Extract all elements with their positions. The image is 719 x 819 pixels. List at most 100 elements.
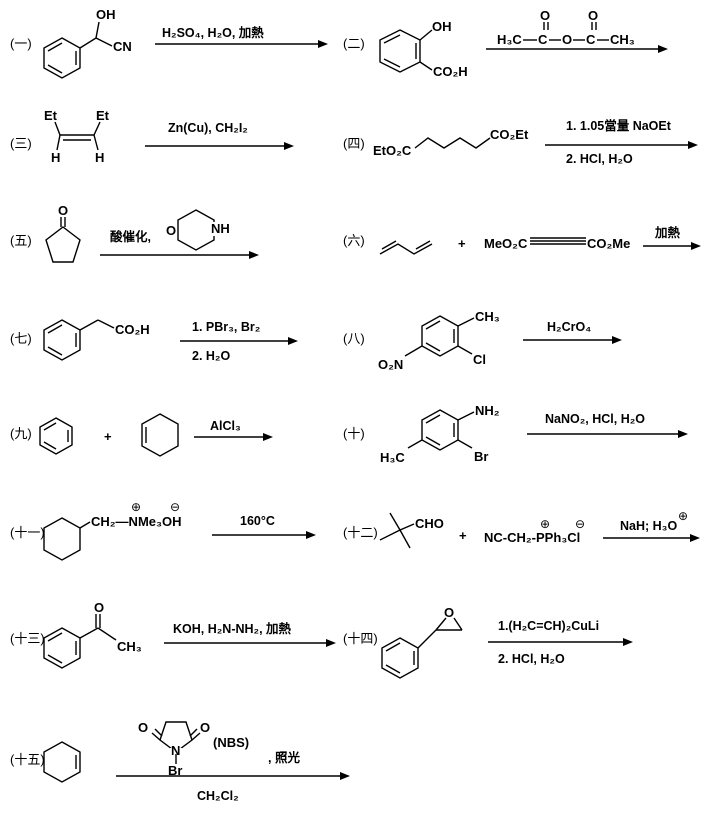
reaction-conditions: 加熱: [654, 225, 681, 240]
negative-charge: ⊖: [170, 500, 180, 514]
phenylacetic-acid-structure: CO₂H: [43, 319, 150, 361]
carbonyl-oxygen: O: [58, 203, 68, 218]
pivaldehyde-structure: CHO: [379, 512, 444, 549]
reaction-conditions: Zn(Cu), CH₂I₂: [168, 121, 248, 135]
negative-charge: ⊖: [575, 517, 585, 531]
methyl-label: H₃C: [380, 450, 405, 465]
ethyl-label: Et: [96, 108, 110, 123]
reaction-3: (三) Et Et H H Zn(Cu), CH₂I₂: [10, 108, 294, 165]
morpholine-structure: O NH: [164, 209, 234, 251]
reaction-number: (四): [343, 136, 365, 151]
reaction-conditions-step2: 2. H₂O: [192, 349, 230, 363]
reaction-conditions: , 照光: [268, 750, 300, 765]
reaction-conditions-step1: 1. 1.05當量 NaOEt: [566, 118, 672, 133]
reaction-1: (一) OH CN H₂SO₄, H₂O, 加熱: [10, 7, 328, 79]
styrene-oxide-structure: O: [381, 605, 463, 679]
amine-label: NH: [211, 221, 230, 236]
reaction-number: (一): [10, 36, 32, 51]
amino-label: NH₂: [475, 403, 500, 418]
nbs-structure: O O N Br (NBS): [138, 720, 249, 778]
cyclohexene-structure: [141, 413, 179, 457]
reaction-7: (七) CO₂H 1. PBr₃, Br₂ 2. H₂O: [10, 319, 298, 363]
acetophenone-structure: O CH₃: [43, 600, 142, 669]
bridge-oxygen: O: [562, 32, 572, 47]
carboxyl-label: CO₂H: [433, 64, 468, 79]
chloro-label: Cl: [473, 352, 486, 367]
dmad-structure: MeO₂C CO₂Me: [484, 236, 630, 251]
reaction-number: (八): [343, 331, 365, 346]
reaction-number: (六): [343, 233, 365, 248]
reaction-number: (二): [343, 36, 365, 51]
reaction-conditions-step2: 2. HCl, H₂O: [498, 652, 565, 666]
ammonium-chain-label: CH₂—NMe₃OH: [91, 514, 182, 529]
reaction-4: (四) EtO₂C CO₂Et 1. 1.05當量 NaOEt 2. HCl, …: [343, 118, 698, 166]
imide-nitrogen: N: [171, 743, 180, 758]
cyclopentanone-structure: O: [45, 203, 81, 263]
carbonyl-oxygen: O: [138, 720, 148, 735]
reaction-conditions-step1: 1.(H₂C=CH)₂CuLi: [498, 619, 599, 633]
epoxide-oxygen: O: [444, 605, 454, 620]
reaction-conditions-step2: 2. HCl, H₂O: [566, 152, 633, 166]
reaction-number: (十五): [10, 752, 45, 767]
reaction-5: (五) O 酸催化, O NH: [10, 203, 259, 263]
carbonyl-oxygen: O: [588, 8, 598, 23]
reaction-conditions: AlCl₃: [210, 419, 241, 433]
aldehyde-label: CHO: [415, 516, 444, 531]
svg-text:C: C: [586, 32, 596, 47]
hydrogen-label: H: [51, 150, 60, 165]
methyl-right-label: CH₃: [610, 32, 635, 47]
butadiene-structure: [379, 240, 433, 255]
reaction-number: (十): [343, 426, 365, 441]
carboxyl-label: CO₂H: [115, 322, 150, 337]
bromo-toluidine-structure: NH₂ Br H₃C: [380, 403, 500, 465]
ester-left-label: MeO₂C: [484, 236, 528, 251]
benzene-structure: [39, 417, 73, 455]
methyl-label: CH₃: [117, 639, 142, 654]
bromo-label: Br: [168, 763, 182, 778]
cyclohexene-structure: [43, 741, 81, 783]
ring-oxygen: O: [166, 223, 176, 238]
reaction-conditions: 160°C: [240, 514, 275, 528]
solvent-label: CH₂Cl₂: [197, 789, 239, 803]
quaternary-ammonium-structure: CH₂—NMe₃OH ⊕ ⊖: [43, 500, 182, 561]
reaction-2: (二) OH CO₂H H₃C C O O C O CH₃: [343, 8, 668, 79]
reaction-number: (十四): [343, 631, 378, 646]
reaction-number: (十一): [10, 525, 45, 540]
positive-charge: ⊕: [131, 500, 141, 514]
reaction-8: (八) CH₃ Cl O₂N H₂CrO₄: [343, 309, 622, 372]
reaction-number: (九): [10, 426, 32, 441]
plus-sign: +: [104, 429, 112, 444]
reaction-conditions: KOH, H₂N-NH₂, 加熱: [173, 621, 292, 636]
reaction-conditions: 酸催化,: [110, 229, 151, 244]
reaction-9: (九) + AlCl₃: [10, 413, 273, 457]
hydrogen-label: H: [95, 150, 104, 165]
mandelonitrile-structure: OH CN: [43, 7, 132, 79]
cis-3-hexene-structure: Et Et H H: [44, 108, 110, 165]
reaction-6: (六) + MeO₂C CO₂Me 加熱: [343, 225, 701, 255]
phosphonium-salt-structure: NC-CH₂-PPh₃Cl ⊕ ⊖: [484, 517, 585, 545]
reaction-number: (十三): [10, 631, 45, 646]
methyl-label: CH₃: [475, 309, 500, 324]
svg-text:C: C: [538, 32, 548, 47]
nbs-abbreviation: (NBS): [213, 735, 249, 750]
nitrile-label: CN: [113, 39, 132, 54]
reaction-number: (三): [10, 136, 32, 151]
ester-left-label: EtO₂C: [373, 143, 412, 158]
positive-charge: ⊕: [540, 517, 550, 531]
diethyl-adipate-structure: EtO₂C CO₂Et: [373, 127, 529, 158]
nitro-label: O₂N: [378, 357, 403, 372]
reaction-number: (十二): [343, 525, 378, 540]
reaction-conditions: H₂SO₄, H₂O, 加熱: [162, 25, 264, 40]
hydroxyl-label: OH: [432, 19, 452, 34]
salicylic-acid-structure: OH CO₂H: [379, 19, 468, 79]
chloro-nitrotoluene-structure: CH₃ Cl O₂N: [378, 309, 500, 372]
carbonyl-oxygen: O: [540, 8, 550, 23]
ester-right-label: CO₂Me: [587, 236, 630, 251]
reaction-number: (七): [10, 331, 32, 346]
reaction-number: (五): [10, 233, 32, 248]
hydroxyl-label: OH: [96, 7, 116, 22]
ethyl-label: Et: [44, 108, 58, 123]
reaction-12: (十二) CHO + NC-CH₂-PPh₃Cl ⊕ ⊖ NaH; H₃O ⊕: [343, 509, 700, 549]
ester-right-label: CO₂Et: [490, 127, 529, 142]
acetic-anhydride-structure: H₃C C O O C O CH₃: [497, 8, 635, 47]
